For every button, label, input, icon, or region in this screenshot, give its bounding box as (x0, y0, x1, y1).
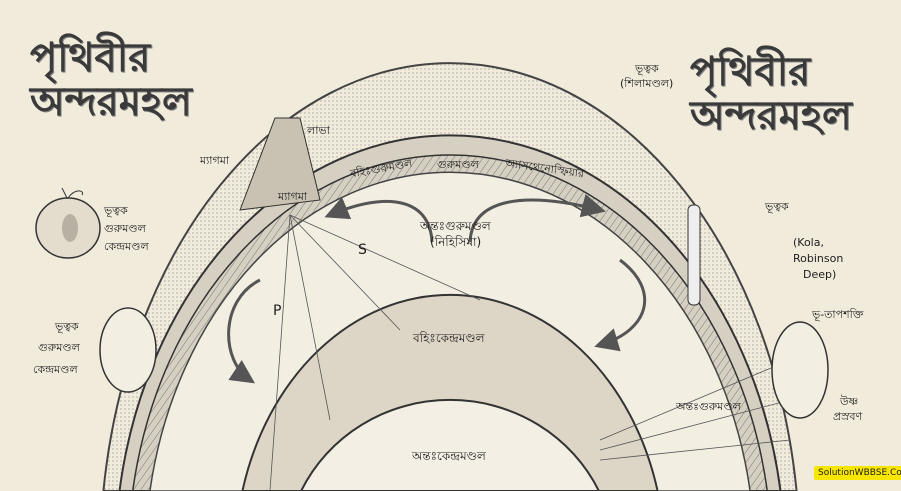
label-deep: Deep) (803, 268, 837, 281)
convection-arrow (468, 193, 606, 243)
label-mantle: গুরুমণ্ডল (437, 158, 479, 171)
title-right: পৃথিবীর অন্দরমহল (690, 50, 852, 138)
apple-model (35, 187, 101, 259)
label-nihisima: (নিহিসিমা) (430, 235, 482, 249)
label-hot-spring-1: উষ্ণ (840, 395, 859, 408)
convection-arrow (324, 197, 434, 243)
borehole-tube (687, 204, 701, 306)
convection-arrow (227, 278, 261, 384)
label-inner-mantle: অন্তঃগুরুমণ্ডল (420, 219, 491, 233)
label-magma-top: ম্যাগমা (200, 154, 229, 167)
seismic-wave-rays (269, 214, 791, 491)
label-lava: লাভা (307, 124, 330, 137)
apple-label-mantle: গুরুমণ্ডল (104, 222, 146, 235)
label-geothermal: ভূ-তাপশক্তি (812, 308, 864, 321)
convection-arrow (594, 258, 647, 352)
label-inner-core: অন্তঃকেন্দ্রমণ্ডল (412, 449, 486, 463)
egg-label-mantle: গুরুমণ্ডল (38, 341, 80, 354)
volcano (239, 117, 321, 211)
hot-spring-cross-section (771, 321, 829, 419)
inner-core-layer (299, 399, 601, 491)
label-p-wave: P (273, 303, 282, 319)
watermark: SolutionWBBSE.Com (814, 466, 901, 480)
egg-model (99, 307, 157, 393)
label-kola: (Kola, (793, 236, 824, 249)
egg-label-core: কেন্দ্রমণ্ডল (33, 363, 78, 376)
label-crust-right: ভূত্বক (765, 200, 789, 213)
label-lithosphere: (শিলামণ্ডল) (620, 77, 674, 90)
egg-label-crust: ভূত্বক (55, 320, 79, 333)
label-robinson: Robinson (793, 252, 844, 265)
label-crust-lithosphere: ভূত্বক (635, 62, 659, 75)
label-inner-mantle-lower: অন্তঃগুরুমণ্ডল (676, 400, 741, 413)
title-left: পৃথিবীর অন্দরমহল (30, 36, 192, 124)
title-line1: পৃথিবীর (690, 48, 811, 95)
apple-label-crust: ভূত্বক (104, 204, 128, 217)
label-hot-spring-2: প্রস্রবণ (833, 410, 863, 423)
title-line2: অন্দরমহল (30, 78, 192, 125)
label-s-wave: S (358, 242, 367, 258)
title-line2: অন্দরমহল (690, 92, 852, 139)
title-line1: পৃথিবীর (30, 34, 151, 81)
apple-label-core: কেন্দ্রমণ্ডল (104, 240, 149, 253)
label-outer-core: বহিঃকেন্দ্রমণ্ডল (413, 331, 485, 345)
label-magma-volcano: ম্যাগমা (278, 190, 307, 203)
